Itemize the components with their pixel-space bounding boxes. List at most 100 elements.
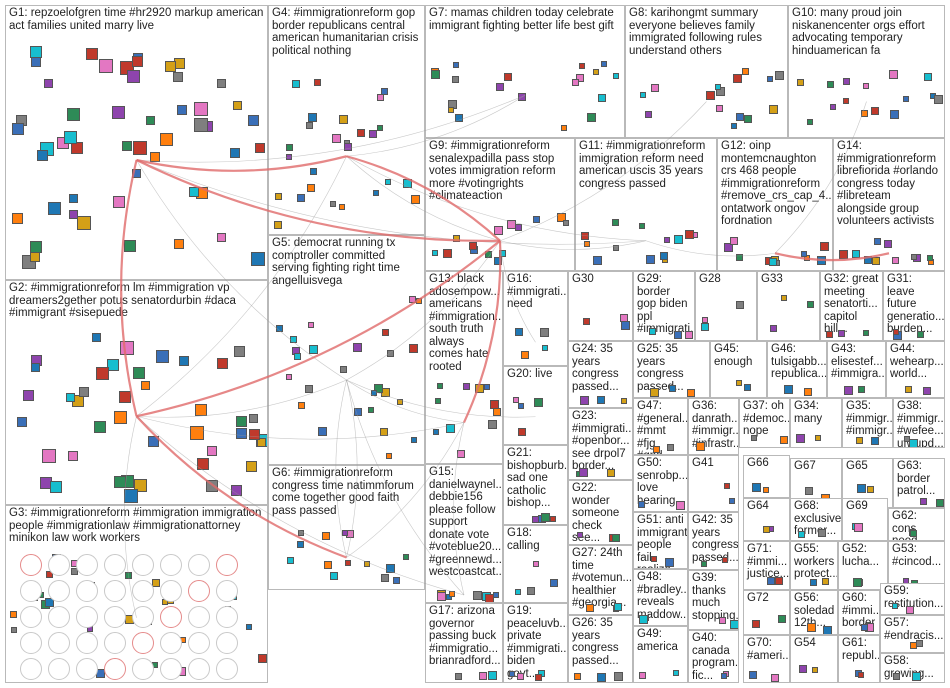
graph-node[interactable] xyxy=(612,533,620,542)
graph-node[interactable] xyxy=(696,442,706,452)
graph-node[interactable] xyxy=(935,498,944,507)
graph-node[interactable] xyxy=(353,342,363,352)
graph-node[interactable] xyxy=(381,88,389,96)
graph-node[interactable] xyxy=(576,532,583,539)
graph-node[interactable] xyxy=(735,113,744,122)
graph-node[interactable] xyxy=(92,333,102,343)
graph-node[interactable] xyxy=(890,110,900,120)
graph-node[interactable] xyxy=(861,110,869,118)
graph-node[interactable] xyxy=(666,443,674,451)
graph-node[interactable] xyxy=(385,452,392,459)
graph-node[interactable] xyxy=(934,95,944,105)
graph-node[interactable] xyxy=(357,128,366,137)
graph-node[interactable] xyxy=(891,257,899,265)
graph-node[interactable] xyxy=(148,436,160,448)
graph-node[interactable] xyxy=(484,384,491,391)
graph-node[interactable] xyxy=(95,366,109,380)
graph-node[interactable] xyxy=(146,116,156,126)
graph-node[interactable] xyxy=(492,408,501,417)
graph-node[interactable] xyxy=(430,70,440,80)
graph-node[interactable] xyxy=(517,673,525,681)
graph-node[interactable] xyxy=(844,385,854,395)
graph-node[interactable] xyxy=(822,577,830,585)
graph-node[interactable] xyxy=(248,413,258,423)
graph-node[interactable] xyxy=(751,483,761,493)
graph-node[interactable] xyxy=(275,192,283,200)
graph-node[interactable] xyxy=(600,60,607,67)
graph-node[interactable] xyxy=(329,200,336,207)
graph-node[interactable] xyxy=(432,249,439,256)
graph-node[interactable] xyxy=(190,425,205,440)
graph-node[interactable] xyxy=(873,238,881,246)
graph-node[interactable] xyxy=(436,591,446,601)
graph-node[interactable] xyxy=(902,96,909,103)
graph-node[interactable] xyxy=(872,257,881,266)
graph-node[interactable] xyxy=(676,500,686,510)
graph-node[interactable] xyxy=(408,296,416,304)
graph-node[interactable] xyxy=(800,251,807,258)
graph-node[interactable] xyxy=(257,654,267,664)
graph-node[interactable] xyxy=(578,63,585,70)
graph-node[interactable] xyxy=(858,385,866,393)
graph-node[interactable] xyxy=(638,500,646,508)
graph-node[interactable] xyxy=(517,427,526,436)
graph-node[interactable] xyxy=(380,574,389,583)
graph-node[interactable] xyxy=(174,239,185,250)
graph-node[interactable] xyxy=(650,84,659,93)
graph-node[interactable] xyxy=(297,194,306,203)
graph-node[interactable] xyxy=(308,113,318,123)
graph-node[interactable] xyxy=(206,445,217,456)
graph-node[interactable] xyxy=(45,598,55,608)
graph-node[interactable] xyxy=(11,123,24,136)
graph-node[interactable] xyxy=(837,330,845,338)
graph-node[interactable] xyxy=(920,498,928,506)
graph-node[interactable] xyxy=(592,69,599,76)
graph-node[interactable] xyxy=(106,358,119,371)
graph-node[interactable] xyxy=(593,256,603,266)
graph-node[interactable] xyxy=(762,525,770,533)
graph-node[interactable] xyxy=(611,218,619,226)
graph-node[interactable] xyxy=(216,79,226,89)
graph-node[interactable] xyxy=(446,424,456,434)
graph-node[interactable] xyxy=(650,556,657,563)
graph-node[interactable] xyxy=(41,449,56,464)
graph-node[interactable] xyxy=(686,388,695,397)
graph-node[interactable] xyxy=(411,194,421,204)
graph-node[interactable] xyxy=(883,240,892,249)
graph-node[interactable] xyxy=(673,330,682,339)
graph-node[interactable] xyxy=(870,437,879,446)
graph-node[interactable] xyxy=(443,249,453,259)
graph-node[interactable] xyxy=(531,515,539,523)
graph-node[interactable] xyxy=(493,257,502,266)
graph-node[interactable] xyxy=(77,215,92,230)
graph-node[interactable] xyxy=(493,225,503,235)
graph-node[interactable] xyxy=(733,74,742,84)
graph-node[interactable] xyxy=(132,168,142,178)
graph-node[interactable] xyxy=(638,222,645,229)
graph-node[interactable] xyxy=(305,385,314,394)
graph-node[interactable] xyxy=(817,256,827,266)
graph-node[interactable] xyxy=(489,399,499,409)
graph-node[interactable] xyxy=(31,363,41,373)
graph-node[interactable] xyxy=(517,403,524,410)
graph-node[interactable] xyxy=(926,255,933,262)
graph-node[interactable] xyxy=(292,80,301,89)
graph-node[interactable] xyxy=(216,358,228,370)
graph-node[interactable] xyxy=(781,294,788,301)
graph-node[interactable] xyxy=(829,103,836,110)
graph-node[interactable] xyxy=(778,615,787,624)
graph-node[interactable] xyxy=(730,122,737,129)
graph-node[interactable] xyxy=(496,83,505,92)
graph-node[interactable] xyxy=(48,202,62,216)
graph-node[interactable] xyxy=(321,531,330,540)
graph-node[interactable] xyxy=(573,673,581,681)
graph-node[interactable] xyxy=(193,101,208,116)
graph-node[interactable] xyxy=(762,486,769,493)
graph-node[interactable] xyxy=(639,614,649,624)
graph-node[interactable] xyxy=(85,47,98,60)
graph-node[interactable] xyxy=(386,349,394,357)
graph-node[interactable] xyxy=(286,143,294,151)
graph-node[interactable] xyxy=(817,528,826,537)
graph-node[interactable] xyxy=(613,244,620,251)
graph-node[interactable] xyxy=(585,603,594,612)
